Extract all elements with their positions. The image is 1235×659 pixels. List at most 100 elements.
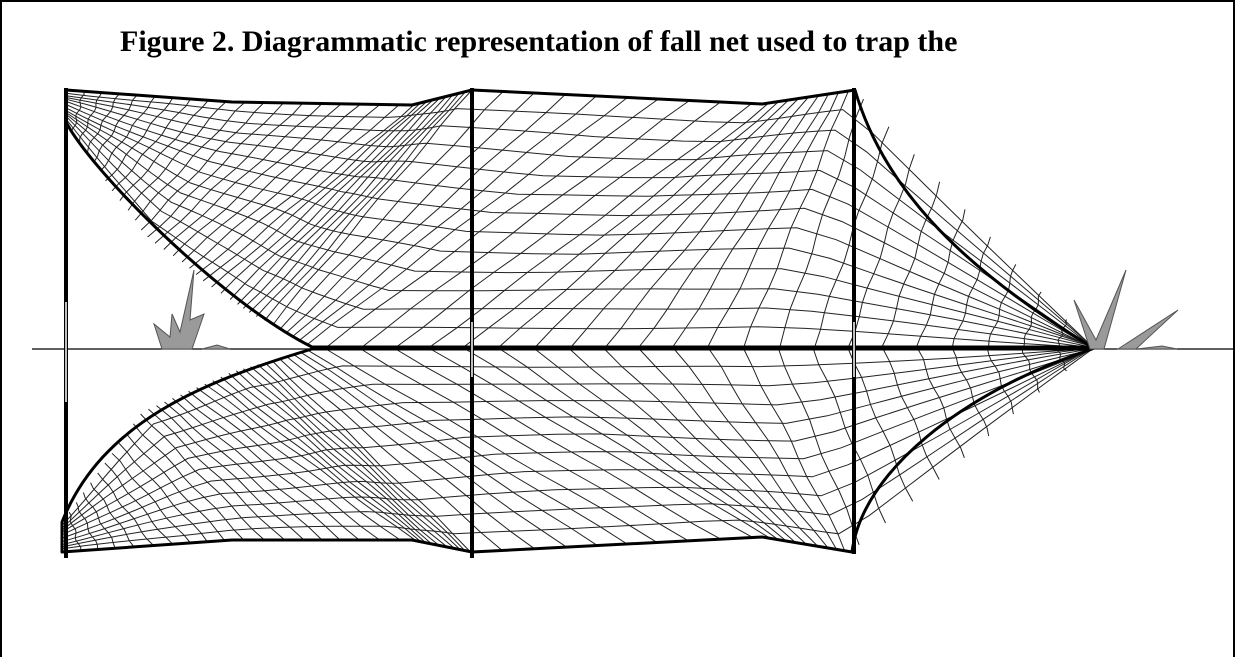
mesh-line: [395, 348, 721, 540]
mesh-line: [307, 349, 628, 545]
mesh-line: [638, 348, 819, 547]
mesh-line: [298, 95, 597, 341]
mesh-line: [881, 181, 941, 348]
mesh-line: [94, 94, 138, 162]
mesh-line: [951, 236, 991, 348]
mesh-line: [188, 390, 380, 541]
mesh-line: [68, 511, 82, 551]
mesh-line: [257, 364, 461, 550]
mesh-line: [1023, 291, 1042, 348]
mesh-line: [111, 98, 191, 192]
mesh-line: [156, 405, 305, 541]
mesh-line: [278, 358, 503, 551]
mesh-line: [90, 482, 135, 548]
figure-caption: Figure 2. Diagrammatic representation of…: [120, 25, 958, 58]
mesh-line: [604, 348, 807, 545]
mesh-line: [220, 100, 428, 294]
mesh-line: [61, 347, 1093, 526]
mesh-line: [125, 433, 225, 541]
lower-net-mesh: [61, 347, 1093, 553]
mesh-line: [172, 103, 342, 257]
mesh-line: [82, 492, 116, 549]
mesh-line: [272, 89, 473, 325]
mesh-line: [987, 348, 1014, 415]
mesh-line: [75, 502, 99, 550]
mesh-line: [498, 101, 779, 348]
mesh-line: [286, 92, 535, 333]
mesh-line: [988, 264, 1017, 348]
mesh-line: [202, 104, 415, 282]
mesh-line: [672, 93, 829, 348]
mesh-line: [99, 96, 156, 172]
mesh-line: [396, 101, 721, 348]
mesh-line: [917, 348, 965, 458]
mesh-line: [360, 348, 689, 542]
mesh-line: [463, 102, 769, 348]
mesh-line: [708, 348, 837, 550]
mesh-line: [325, 348, 658, 543]
mesh-line: [140, 413, 265, 541]
mesh-line: [127, 101, 227, 211]
mesh-line: [61, 347, 1093, 529]
mesh-line: [228, 373, 433, 545]
mesh-line: [65, 95, 1093, 347]
mesh-line: [148, 408, 286, 541]
mesh-line: [65, 115, 1093, 349]
mesh-line: [61, 347, 1093, 548]
mesh-line: [429, 103, 752, 348]
mesh-line: [220, 376, 427, 544]
mesh-line: [534, 348, 787, 542]
mesh-line: [673, 348, 829, 549]
mesh-line: [180, 394, 360, 541]
mesh-line: [229, 99, 434, 300]
mesh-line: [65, 107, 1093, 348]
mesh-line: [65, 97, 1093, 347]
mesh-line: [285, 356, 535, 550]
mesh-line: [61, 348, 1093, 543]
mesh-line: [242, 96, 447, 309]
mesh-line: [119, 99, 209, 201]
mesh-line: [181, 103, 361, 263]
mesh-line: [65, 98, 1093, 348]
mesh-line: [243, 368, 448, 548]
mesh-line: [779, 99, 864, 348]
mesh-line: [464, 348, 771, 539]
mesh-line: [61, 348, 1093, 550]
mesh-line: [430, 348, 754, 538]
mesh-line: [237, 97, 441, 305]
mesh-line: [118, 443, 208, 542]
grass-tuft-icon: [1116, 309, 1179, 350]
mesh-line: [952, 348, 990, 437]
mesh-line: [189, 104, 381, 269]
mesh-line: [211, 102, 421, 288]
mesh-line: [293, 353, 567, 548]
mesh-line: [147, 102, 284, 238]
grass-tuft-icon: [153, 269, 231, 350]
mesh-line: [61, 348, 1093, 531]
upper-net-outline: [64, 88, 1094, 349]
mesh-line: [164, 401, 323, 541]
mesh-line: [707, 92, 839, 348]
mesh-line: [814, 126, 890, 348]
grass-tuft-icon: [1073, 269, 1127, 350]
mesh-line: [264, 91, 466, 321]
mesh-line: [306, 97, 628, 345]
mesh-line: [65, 112, 1093, 347]
mesh-line: [916, 209, 966, 348]
mesh-line: [65, 100, 1093, 349]
mesh-line: [812, 348, 886, 524]
mesh-line: [361, 100, 690, 348]
mesh-line: [65, 113, 1093, 348]
mesh-line: [111, 452, 191, 544]
mesh-line: [778, 348, 860, 545]
mesh-line: [569, 348, 797, 544]
mesh-line: [743, 90, 849, 348]
upper-net-mesh: [65, 89, 1093, 349]
mesh-line: [882, 348, 940, 480]
mesh-line: [326, 98, 659, 348]
mesh-line: [65, 110, 1093, 347]
mesh-line: [195, 104, 400, 275]
mesh-line: [300, 351, 598, 547]
